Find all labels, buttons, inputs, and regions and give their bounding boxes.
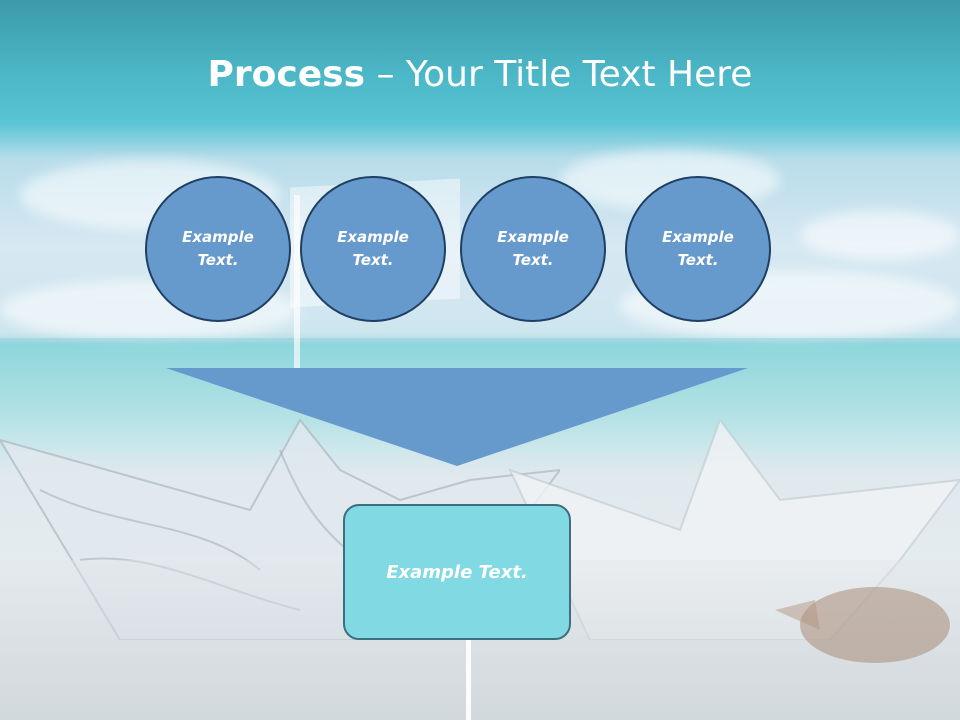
cloud bbox=[800, 210, 960, 260]
process-circle-1[interactable]: Example Text. bbox=[145, 176, 291, 322]
flagpole bbox=[294, 195, 300, 395]
result-label: Example Text. bbox=[386, 561, 528, 583]
process-circle-2[interactable]: Example Text. bbox=[300, 176, 446, 322]
circle-label: Example Text. bbox=[337, 228, 409, 269]
title-bold: Process bbox=[207, 54, 366, 95]
process-circle-3[interactable]: Example Text. bbox=[460, 176, 606, 322]
funnel-arrow[interactable] bbox=[166, 368, 748, 466]
circle-label: Example Text. bbox=[662, 228, 734, 269]
seashell bbox=[775, 587, 950, 663]
process-circle-4[interactable]: Example Text. bbox=[625, 176, 771, 322]
horizon bbox=[0, 338, 960, 342]
circle-label: Example Text. bbox=[497, 228, 569, 269]
title-rest: – Your Title Text Here bbox=[365, 54, 753, 95]
slide-title: Process – Your Title Text Here bbox=[0, 52, 960, 98]
circle-label: Example Text. bbox=[182, 228, 254, 269]
stick bbox=[466, 640, 471, 720]
result-box[interactable]: Example Text. bbox=[343, 504, 571, 640]
